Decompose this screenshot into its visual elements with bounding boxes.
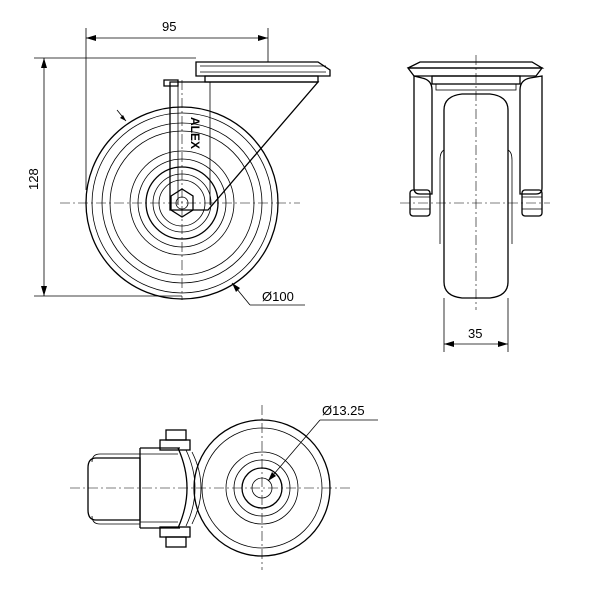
brand-logo: ALEX bbox=[188, 117, 202, 149]
dim-wheel-diameter-label: Ø100 bbox=[262, 289, 294, 304]
bottom-view: Ø13.25 bbox=[70, 403, 378, 570]
dim-width: 95 bbox=[85, 19, 269, 190]
dim-wheel-diameter: Ø100 bbox=[231, 282, 305, 306]
dim-bolt-hole: Ø13.25 bbox=[267, 403, 378, 482]
dim-wheel-width-label: 35 bbox=[468, 326, 482, 341]
hex-nut-icon bbox=[170, 188, 194, 218]
swivel-fork-icon bbox=[163, 79, 320, 211]
wheel-icon bbox=[85, 106, 279, 300]
front-view: 35 bbox=[400, 55, 550, 352]
dim-height: 128 bbox=[26, 57, 196, 297]
side-view: ALEX 95 128 Ø100 bbox=[26, 19, 331, 306]
dim-wheel-width: 35 bbox=[443, 298, 509, 352]
dim-width-label: 95 bbox=[162, 19, 176, 34]
dim-bolt-hole-label: Ø13.25 bbox=[322, 403, 365, 418]
dim-height-label: 128 bbox=[26, 168, 41, 190]
